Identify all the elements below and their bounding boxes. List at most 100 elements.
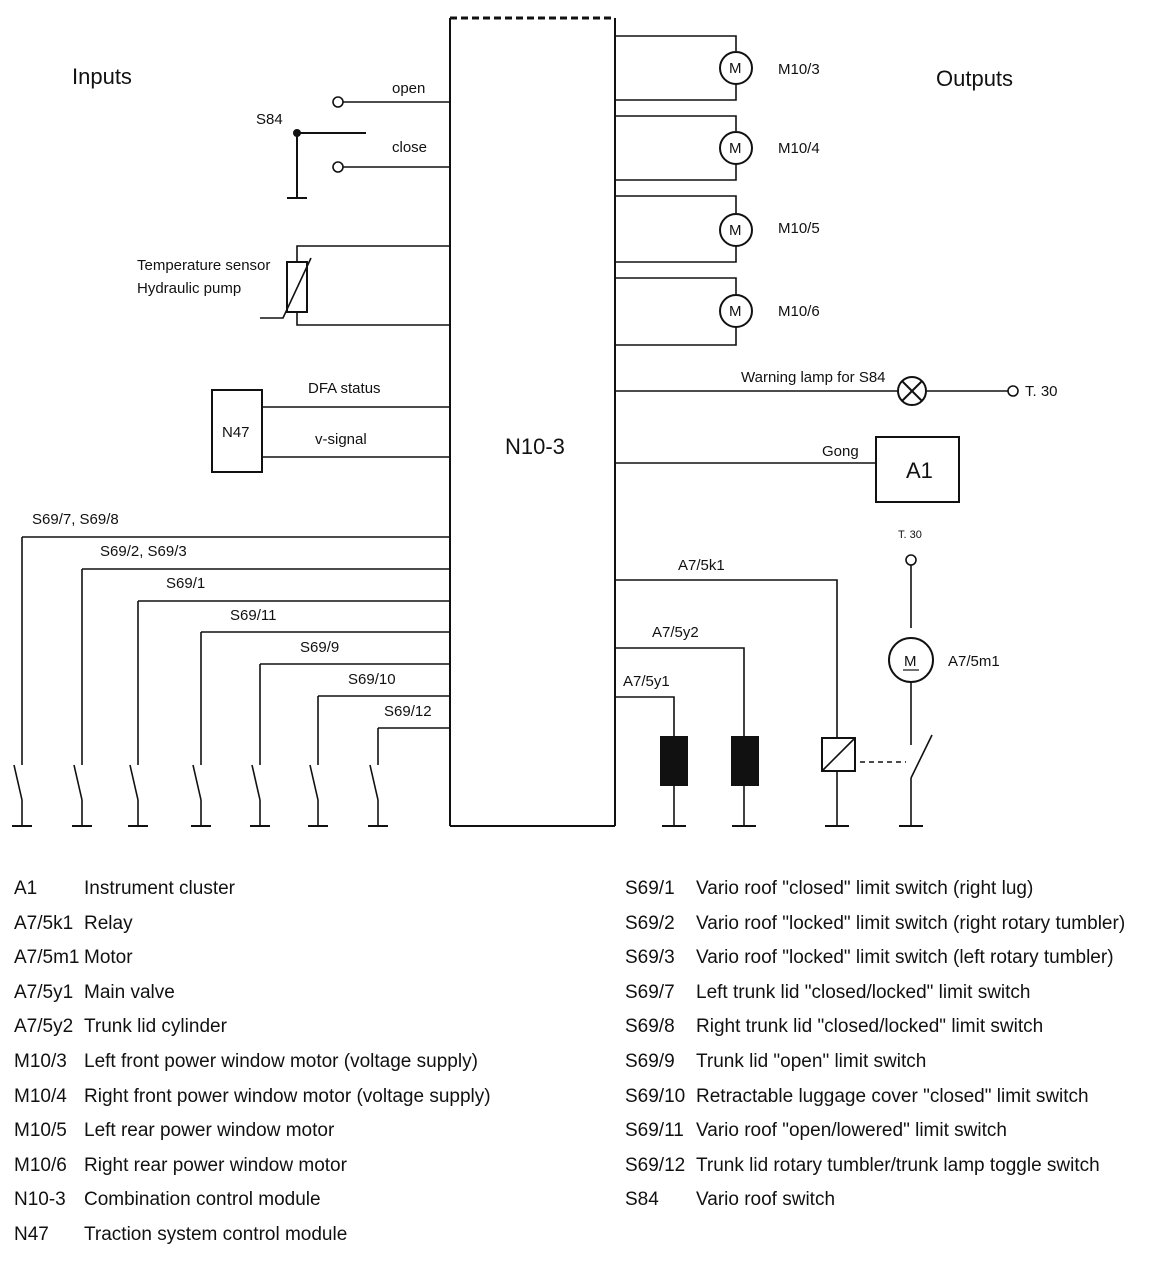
input-switch-label: S69/9 — [300, 639, 339, 656]
v-signal-label: v-signal — [315, 431, 367, 448]
relay-k1-label: A7/5k1 — [678, 557, 725, 574]
legend-description: Trunk lid rotary tumbler/trunk lamp togg… — [696, 1154, 1100, 1176]
legend-code: S69/2 — [625, 912, 675, 934]
legend-code: A7/5y1 — [14, 981, 74, 1003]
warning-lamp-label: Warning lamp for S84 — [741, 369, 886, 386]
legend-code: S69/1 — [625, 878, 675, 899]
temperature-sensor: Temperature sensor Hydraulic pump — [137, 245, 450, 326]
input-switch-label: S69/7, S69/8 — [32, 511, 119, 528]
valve-y1-label: A7/5y1 — [623, 673, 670, 690]
legend-description: Vario roof "locked" limit switch (left r… — [696, 947, 1114, 969]
legend-row: S69/10 Retractable luggage cover "closed"… — [625, 1080, 1145, 1115]
legend-description: Vario roof switch — [696, 1189, 836, 1211]
legend-code: N47 — [14, 1223, 49, 1245]
control-module-n10-3: N10-3 — [449, 16, 616, 827]
legend-code: S69/9 — [625, 1050, 675, 1072]
motor-symbol: M — [729, 140, 742, 157]
legend-row: S69/3 Vario roof "locked" limit switch (l… — [625, 941, 1145, 976]
legend-description: Motor — [84, 947, 133, 969]
legend-description: Traction system control module — [84, 1223, 348, 1245]
pump-motor-symbol: M — [904, 653, 917, 670]
motor-symbol: M — [729, 303, 742, 320]
input-switch-label: S69/1 — [166, 575, 205, 592]
legend-description: Left rear power window motor — [84, 1120, 335, 1142]
a1-label: A1 — [906, 458, 933, 483]
open-label: open — [392, 80, 425, 97]
legend-description: Left trunk lid "closed/locked" limit swi… — [696, 981, 1031, 1003]
gong-label: Gong — [822, 443, 859, 460]
input-switch-label: S69/11 — [230, 607, 276, 624]
legend-description: Trunk lid "open" limit switch — [696, 1050, 927, 1072]
legend-description: Left front power window motor (voltage s… — [84, 1050, 478, 1072]
legend-row: N10-3 Combination control module — [14, 1183, 604, 1218]
legend-description: Vario roof "locked" limit switch (right … — [696, 912, 1126, 934]
legend-description: Retractable luggage cover "closed" limit… — [696, 1085, 1089, 1107]
legend-code: S69/8 — [625, 1016, 675, 1038]
legend-code: S69/11 — [625, 1120, 684, 1142]
legend-code: S69/10 — [625, 1085, 686, 1107]
legend-description: Instrument cluster — [84, 878, 235, 899]
legend-row: N47 Traction system control module — [14, 1218, 604, 1253]
legend-code: M10/3 — [14, 1050, 67, 1072]
dfa-status-label: DFA status — [308, 380, 381, 397]
relay-coil — [821, 737, 856, 772]
input-switch-label: S69/10 — [348, 671, 396, 688]
close-label: close — [392, 139, 427, 156]
legend-code: A7/5m1 — [14, 947, 80, 969]
motor-label: M10/4 — [778, 140, 820, 157]
legend-row: S69/9 Trunk lid "open" limit switch — [625, 1045, 1145, 1080]
warning-lamp: Warning lamp for S84 T. 30 — [615, 369, 1058, 406]
pump-terminal-label: T. 30 — [898, 529, 922, 541]
legend-code: S69/12 — [625, 1154, 686, 1176]
temp-sensor-label-2: Hydraulic pump — [137, 280, 241, 297]
outputs-heading: Outputs — [936, 66, 1013, 91]
instrument-cluster-a1: Gong A1 — [615, 436, 960, 503]
legend-row: M10/6 Right rear power window motor — [14, 1149, 604, 1184]
motor-symbol: M — [729, 60, 742, 77]
s84-label: S84 — [256, 111, 283, 128]
legend-code: N10-3 — [14, 1189, 66, 1211]
temp-sensor-label-1: Temperature sensor — [137, 257, 270, 274]
legend-row: A1 Instrument cluster — [14, 872, 604, 907]
legend-row: S69/2 Vario roof "locked" limit switch (r… — [625, 907, 1145, 942]
main-valve-coil — [660, 736, 688, 786]
legend-code: S84 — [625, 1189, 659, 1211]
legend-description: Right rear power window motor — [84, 1154, 347, 1176]
legend-description: Combination control module — [84, 1189, 321, 1211]
legend-row: S84 Vario roof switch — [625, 1183, 1145, 1218]
legend-code: M10/5 — [14, 1120, 67, 1142]
legend-description: Vario roof "open/lowered" limit switch — [696, 1120, 1007, 1142]
legend-description: Relay — [84, 912, 133, 934]
legend-row: S69/11 Vario roof "open/lowered" limit sw… — [625, 1114, 1145, 1149]
legend-description: Vario roof "closed" limit switch (right … — [696, 878, 1034, 899]
n47-label: N47 — [222, 424, 250, 441]
input-switch-label: S69/2, S69/3 — [100, 543, 187, 560]
legend-code: M10/6 — [14, 1154, 67, 1176]
hydraulic-unit-a7-5: A7/5k1 A7/5y2 A7/5y1 T. 30 M A7/5m1 — [615, 529, 1000, 827]
legend-code: A7/5y2 — [14, 1016, 74, 1038]
legend-row: S69/1 Vario roof "closed" limit switch (r… — [625, 872, 1145, 907]
legend-code: A1 — [14, 878, 38, 899]
warning-terminal-label: T. 30 — [1025, 383, 1058, 400]
control-module-label: N10-3 — [505, 434, 565, 459]
legend-description: Main valve — [84, 981, 175, 1003]
legend-row: A7/5y1 Main valve — [14, 976, 604, 1011]
legend-description: Trunk lid cylinder — [84, 1016, 227, 1038]
legend-row: S69/7 Left trunk lid "closed/locked" limi… — [625, 976, 1145, 1011]
legend-row: S69/8 Right trunk lid "closed/locked" lim… — [625, 1010, 1145, 1045]
motor-label: M10/3 — [778, 61, 820, 78]
legend-row: A7/5y2 Trunk lid cylinder — [14, 1010, 604, 1045]
legend-code: S69/7 — [625, 981, 675, 1003]
legend-code: S69/3 — [625, 947, 675, 969]
trunk-cylinder-coil — [731, 736, 759, 786]
legend-description: Right trunk lid "closed/locked" limit sw… — [696, 1016, 1044, 1038]
wiring-diagram: Inputs Outputs N10-3 S84 open close Temp… — [12, 16, 1058, 827]
pump-motor-label: A7/5m1 — [948, 653, 1000, 670]
inputs-heading: Inputs — [72, 64, 132, 89]
legend-row: S69/12 Trunk lid rotary tumbler/trunk lam… — [625, 1149, 1145, 1184]
